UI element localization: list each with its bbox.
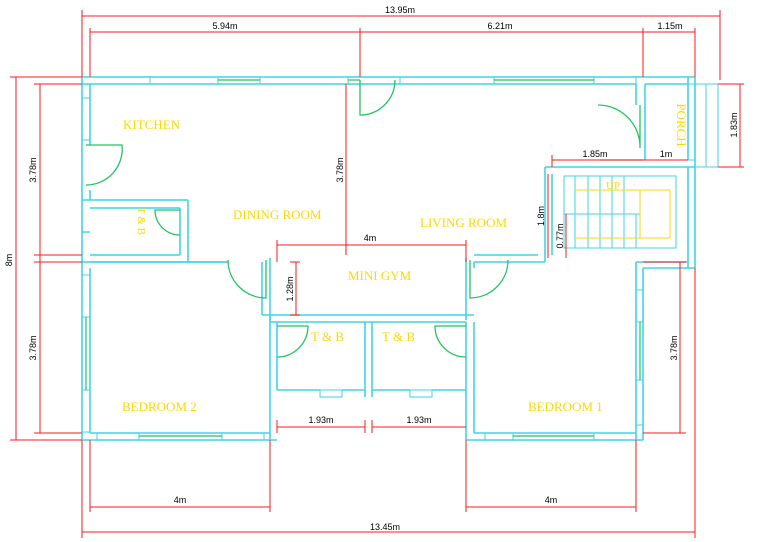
room-bedroom-2: BEDROOM 2 [122,399,197,414]
dim-stair-height: 1.8m [536,206,546,226]
dim-right-lower: 3.78m [669,335,679,360]
dim-left-lower: 3.78m [28,335,38,360]
dim-gym-depth: 1.28m [285,276,295,301]
dim-stair-step: 0.77m [555,223,565,248]
dim-porch-step: 1m [660,149,673,159]
dim-center-vertical: 3.78m [335,157,345,182]
dim-top-mid: 6.21m [487,21,512,31]
room-tb-kitchen: T & B [135,207,147,235]
stair-up-label: UP [606,180,620,192]
door-porch-swing [597,104,641,149]
windows [81,76,719,441]
dim-gym-width: 4m [364,233,377,243]
room-bedroom-1: BEDROOM 1 [528,399,603,414]
dim-top-right: 1.15m [657,21,682,31]
dim-left-upper: 3.78m [28,157,38,182]
dim-bath-left: 1.93m [308,415,333,425]
dimension-lines [10,10,744,538]
dim-left-overall: 8m [4,254,14,267]
dim-bed1-width: 4m [545,495,558,505]
door-main-swing [359,79,396,116]
door-gym-right-swing [469,259,509,299]
dim-stair-landing: 1.85m [582,149,607,159]
room-tb-right: T & B [382,329,415,344]
room-mini-gym: MINI GYM [348,268,412,283]
dim-top-left: 5.94m [212,21,237,31]
door-bath-right-swing [434,325,467,358]
dim-overall-top: 13.95m [385,5,415,15]
doors [85,79,643,358]
door-gym-left-swing [227,259,267,299]
room-kitchen: KITCHEN [123,117,181,132]
dim-bath-right: 1.93m [406,415,431,425]
door-kitchen-swing [85,144,123,186]
room-labels: KITCHEN DINING ROOM LIVING ROOM MINI GYM… [122,103,689,414]
dim-porch-depth: 1.83m [729,112,739,137]
room-porch: PORCH [674,103,689,146]
staircase [564,176,671,248]
room-tb-left: T & B [311,329,344,344]
dim-bed2-width: 4m [174,495,187,505]
dimension-labels: 13.95m 5.94m 6.21m 1.15m 13.45m 8m 3.78m… [4,5,739,532]
room-dining: DINING ROOM [233,207,322,222]
dim-overall-bottom: 13.45m [370,522,400,532]
door-kitchen-tb-swing [154,209,181,236]
door-bath-left-swing [276,325,309,358]
room-living: LIVING ROOM [420,215,507,230]
